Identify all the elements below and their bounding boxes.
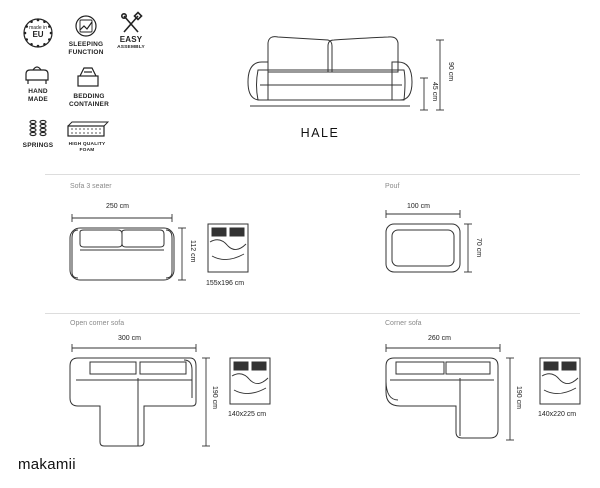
feature-label-springs: SPRINGS [22, 142, 54, 149]
sofa-3-seater-dimension-lines [71, 214, 186, 281]
brand-logo: makamii [18, 456, 76, 473]
back-cushion-left [267, 36, 333, 73]
open-corner-sofa-plan [69, 357, 197, 447]
sofa-3-seater-bed-size: 155x196 cm [206, 280, 245, 287]
pouf-width: 100 cm [407, 203, 430, 210]
open-corner-sofa-bed-icon [229, 357, 271, 405]
sofa-3-seater-depth: 112 cm [189, 240, 196, 263]
seat-cushion [256, 69, 406, 101]
pouf-dimension-lines [385, 210, 472, 273]
open-corner-sofa-width: 300 cm [118, 335, 141, 342]
open-corner-sofa-dimension-lines [71, 344, 210, 447]
feature-label-hand-made: HAND MADE [28, 88, 48, 103]
sofa-3-seater-bed-icon [207, 223, 249, 273]
corner-sofa-plan [385, 357, 499, 439]
corner-sofa-width: 260 cm [428, 335, 451, 342]
divider-middle [45, 313, 580, 314]
section-title-sofa-3-seater: Sofa 3 seater [70, 183, 112, 190]
feature-label-sleeping-function: SLEEPING FUNCTION [68, 41, 104, 56]
feature-label-high-quality-foam: HIGH QUALITY FOAM [68, 142, 106, 153]
product-name: HALE [300, 126, 340, 140]
corner-sofa-depth: 190 cm [515, 386, 522, 409]
back-cushion-right [327, 36, 399, 73]
open-corner-sofa-depth: 190 cm [211, 386, 218, 409]
pouf-depth: 70 cm [475, 238, 482, 258]
divider-top [45, 174, 580, 175]
tools-icon [121, 11, 143, 33]
bedding-container-icon [77, 67, 99, 87]
feature-label-bedding-container: BEDDING CONTAINER [69, 93, 109, 108]
sofa-3-seater-width: 250 cm [106, 203, 129, 210]
eu-badge-text: made in [29, 25, 47, 31]
eu-stars-icon [23, 18, 53, 48]
feature-title-easy: EASY [119, 35, 143, 44]
section-title-pouf: Pouf [385, 183, 400, 190]
corner-sofa-bed-size: 140x220 cm [538, 411, 577, 418]
corner-sofa-dimension-lines [385, 344, 514, 441]
section-title-open-corner-sofa: Open corner sofa [70, 320, 125, 327]
section-title-corner-sofa: Corner sofa [385, 320, 422, 327]
springs-icon [29, 119, 47, 137]
eu-badge-text-large: EU [32, 30, 44, 39]
feature-label-assembly: ASSEMBLY [117, 45, 145, 50]
sleeping-function-icon [75, 15, 97, 37]
foam-icon [67, 121, 110, 137]
hand-sofa-icon [25, 66, 49, 84]
sofa-3-seater-plan [69, 227, 175, 281]
pouf-plan [385, 223, 461, 273]
open-corner-sofa-bed-size: 140x225 cm [228, 411, 267, 418]
corner-sofa-bed-icon [539, 357, 581, 405]
height-dimension-lines [420, 39, 444, 111]
